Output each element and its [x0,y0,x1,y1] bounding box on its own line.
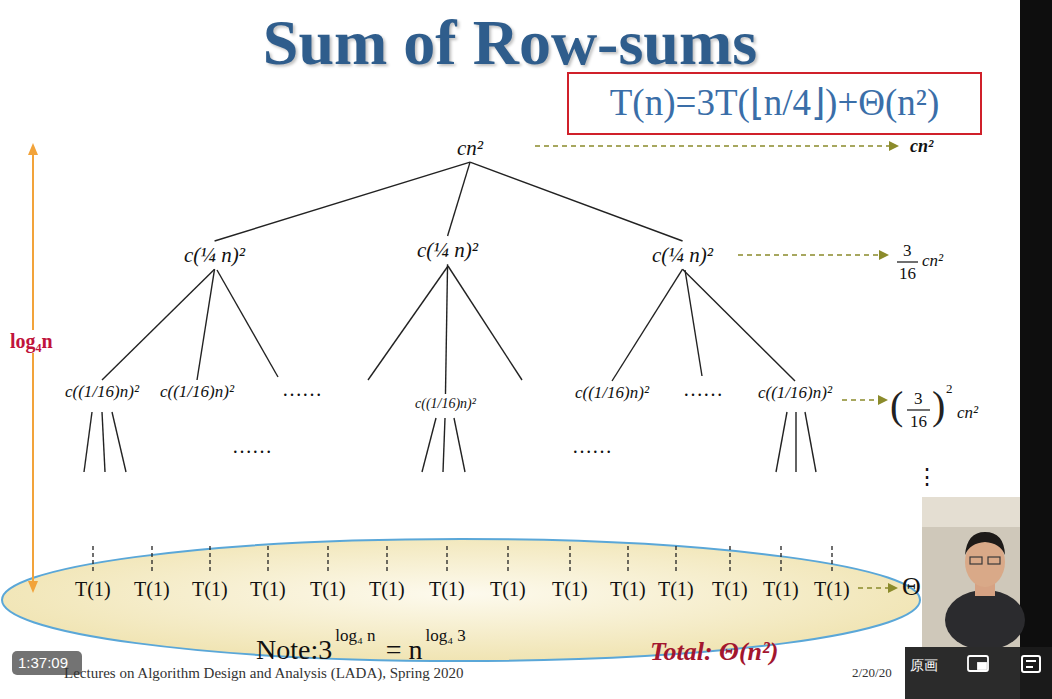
leaf-cost: T(1) [552,578,588,601]
fraction-bar [907,409,930,410]
quality-button: 原画 [910,657,938,673]
leaf-cost: T(1) [658,578,694,601]
recurrence-box: T(n)=3T(⌊n/4⌋)+Θ(n²) [567,72,982,135]
tree-node: c((1/16)n)² [575,383,649,403]
leaf-cost: T(1) [369,578,405,601]
paren: ) [932,383,945,429]
fraction-bar [897,261,918,262]
row-sum: cn² [957,403,978,423]
note-text: Note:3 [256,634,332,666]
leaf-cost: T(1) [814,578,850,601]
tree-node: c((1/16)n)² [65,382,139,402]
height-label: log₄n [8,330,55,353]
footer-date: 2/20/20 [852,666,892,681]
row-sum: cn² [910,136,933,157]
tree-branch [197,269,215,380]
pip-icon [968,656,988,671]
tree-node: c(¼ n)² [417,238,478,262]
tree-branches [84,266,816,472]
leaf-band-outline [0,538,922,664]
tree-branch [102,269,215,380]
node-cost: c(¼ n)² [652,243,713,267]
recurrence-text: T(n)=3T(⌊n/4⌋)+Θ(n²) [610,82,939,125]
leaf-cost: T(1) [192,578,228,601]
leaf-cost: T(1) [490,578,526,601]
tree-node: c((1/16)n)² [415,396,476,412]
timestamp: 1:37:09 [18,654,68,671]
tree-node: cn² [457,136,483,160]
exponent: 2 [946,382,953,397]
node-cost: c((1/16)n)² [758,383,832,403]
webcam-view [922,497,1025,650]
leaf-cost: T(1) [610,578,646,601]
footer-text: Lectures on Algorithm Design and Analysi… [64,665,464,682]
fraction-numerator: 3 [903,241,912,261]
node-cost: c(¼ n)² [417,238,478,262]
leaf-cost: T(1) [712,578,748,601]
note-exponent: log₄ n [335,626,375,646]
ellipsis: …… [282,378,322,401]
node-cost: cn² [457,136,483,160]
row-sum: Θ [902,572,921,602]
leaf-cost: T(1) [75,578,111,601]
node-cost: c((1/16)n)² [415,396,476,412]
player-controls [1020,647,1052,699]
tree-branch [445,264,447,394]
node-cost: c(¼ n)² [184,243,245,267]
height-arrow-head [28,143,38,155]
tree-node: c((1/16)n)² [758,383,832,403]
player-controls [905,647,1020,699]
note-text: = n [386,634,423,666]
leaf-cost: T(1) [134,578,170,601]
tree-branch [612,269,683,381]
tree-branch [448,162,471,236]
slide-title: Sum of Row-sums [0,6,1020,80]
row-sum-arrows [535,146,890,400]
tree-node: c((1/16)n)² [160,382,234,402]
leaf-cost: T(1) [250,578,286,601]
tree-node: c(¼ n)² [652,243,713,267]
ellipsis: …… [232,435,272,458]
row-sum-arrow-heads [878,141,899,405]
ellipsis: …… [683,378,723,401]
tree-branch [683,269,795,381]
fraction-denominator: 16 [910,412,927,432]
tree-branch [215,162,471,241]
node-cost: c((1/16)n)² [65,382,139,402]
node-cost: c((1/16)n)² [575,383,649,403]
paren: ( [890,383,903,429]
vertical-dots: ⋮ [916,464,938,489]
note-line: Note:3log₄ n = nlog₄ 3 [256,626,466,666]
tree-node: c(¼ n)² [184,243,245,267]
total-label: Total: Θ(n²) [650,637,779,667]
tree-branch [470,162,682,241]
fraction-denominator: 16 [899,264,916,284]
row-sum: cn² [922,251,943,271]
note-exponent: log₄ 3 [425,626,465,646]
leaf-cost: T(1) [763,578,799,601]
fraction-numerator: 3 [914,389,923,409]
leaf-cost: T(1) [429,578,465,601]
leaf-cost: T(1) [310,578,346,601]
ellipsis: …… [572,435,612,458]
node-cost: c((1/16)n)² [160,382,234,402]
leaf-band: T(1) T(1) T(1) T(1) T(1) T(1) T(1) T(1) T(1) T(1)… [0,538,922,664]
player-edge [1020,0,1052,699]
list-icon [1022,656,1040,672]
